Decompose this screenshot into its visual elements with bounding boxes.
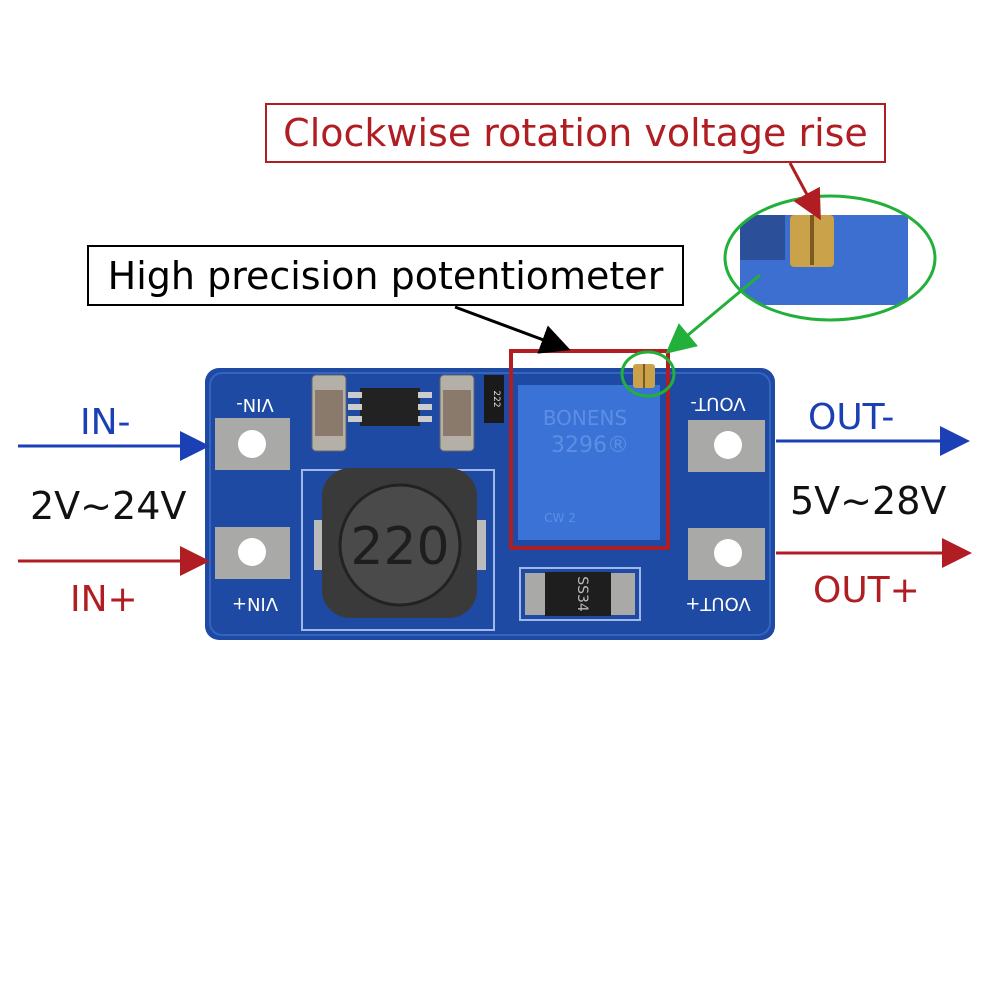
- potentiometer-callout: High precision potentiometer: [87, 245, 684, 306]
- out-minus-label: OUT-: [808, 397, 895, 438]
- potentiometer-highlight: [509, 349, 670, 550]
- pad-vout-minus: [688, 420, 765, 472]
- pot-marking: CW 2: [544, 511, 576, 525]
- input-range-label: 2V~24V: [30, 484, 187, 528]
- resistor-marking: 222: [491, 390, 501, 407]
- zoomed-screw-view: [725, 196, 935, 320]
- in-plus-label: IN+: [70, 579, 138, 620]
- potentiometer-callout-text: High precision potentiometer: [107, 253, 664, 298]
- resistor: [484, 375, 504, 423]
- ic-chip: [360, 388, 420, 426]
- potentiometer: [518, 385, 660, 540]
- pot-model: 3296®: [551, 433, 629, 458]
- pot-brand: BONENS: [543, 406, 627, 430]
- pad-vout-plus: [688, 528, 765, 580]
- silk-vin-plus: VIN+: [232, 593, 278, 614]
- in-minus-label: IN-: [80, 402, 131, 443]
- pad-vin-plus: [215, 527, 290, 579]
- potentiometer-arrow: [454, 305, 571, 354]
- output-range-label: 5V~28V: [790, 479, 947, 523]
- silk-vout-minus: VOUT-: [690, 393, 745, 414]
- diode: [545, 572, 611, 616]
- inductor-marking: 220: [350, 517, 449, 577]
- clockwise-callout-text: Clockwise rotation voltage rise: [283, 111, 868, 155]
- out-plus-label: OUT+: [813, 570, 920, 611]
- clockwise-arrow: [788, 162, 821, 221]
- clockwise-callout: Clockwise rotation voltage rise: [265, 103, 886, 163]
- silk-vout-plus: VOUT+: [685, 593, 750, 614]
- diode-marking: SS34: [574, 576, 590, 612]
- zoom-arrow: [665, 273, 761, 354]
- pad-vin-minus: [215, 418, 290, 470]
- silk-vin-minus: VIN-: [236, 394, 274, 415]
- screw-highlight: [620, 350, 676, 398]
